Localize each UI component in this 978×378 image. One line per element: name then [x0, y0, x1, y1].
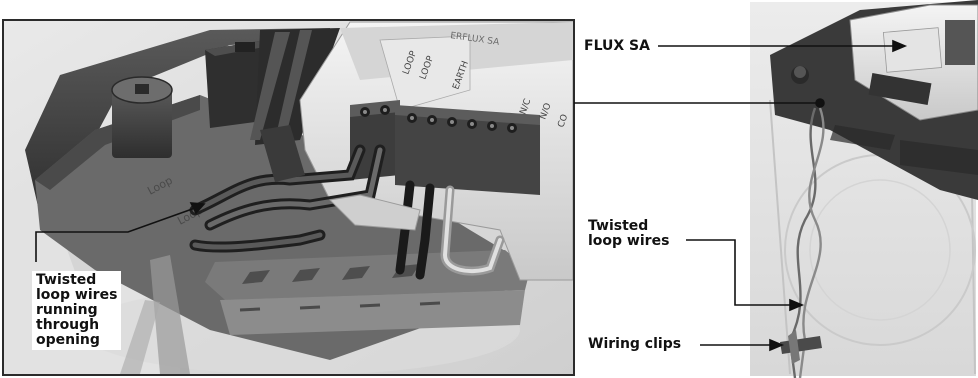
leader-lines — [35, 39, 908, 352]
svg-text:CO: CO — [556, 113, 570, 129]
callout-wiring-clips: Wiring clips — [588, 337, 681, 352]
callout-flux-sa: FLUX SA — [580, 37, 654, 56]
twisted-loop-wires — [189, 144, 386, 253]
terminal-block-loop — [350, 105, 400, 180]
overview-twisted-wires — [788, 107, 825, 378]
callout-twisted-loop-wires: Twisted loop wires — [588, 219, 669, 249]
callout-twisted-through-opening: Twisted loop wires running through openi… — [32, 271, 122, 350]
overview-panel — [750, 0, 978, 378]
zoomed-detail-panel: ERFLUX SA LOOP LOOP EARTH N/C — [4, 21, 574, 375]
callout-flux-sa-text: FLUX SA — [584, 38, 650, 54]
callout-twisted-loop-wires-line-2: loop wires — [588, 233, 670, 249]
screw-post — [112, 88, 172, 158]
relay-wires — [395, 180, 505, 280]
callout-opening-line-5: opening — [36, 332, 100, 348]
terminal-block-relay — [395, 110, 540, 195]
relay-block — [205, 40, 270, 128]
callout-opening-line-2: loop wires — [36, 287, 118, 303]
callout-opening-line-3: running — [36, 302, 98, 318]
base-tray-rim — [25, 28, 330, 215]
callout-opening-line-1: Twisted — [36, 272, 97, 288]
zoom-panel-frame — [2, 19, 575, 376]
callout-opening-line-4: through — [36, 317, 100, 333]
callout-twisted-loop-wires-line-1: Twisted — [588, 218, 649, 234]
callout-wiring-clips-text: Wiring clips — [588, 336, 682, 352]
